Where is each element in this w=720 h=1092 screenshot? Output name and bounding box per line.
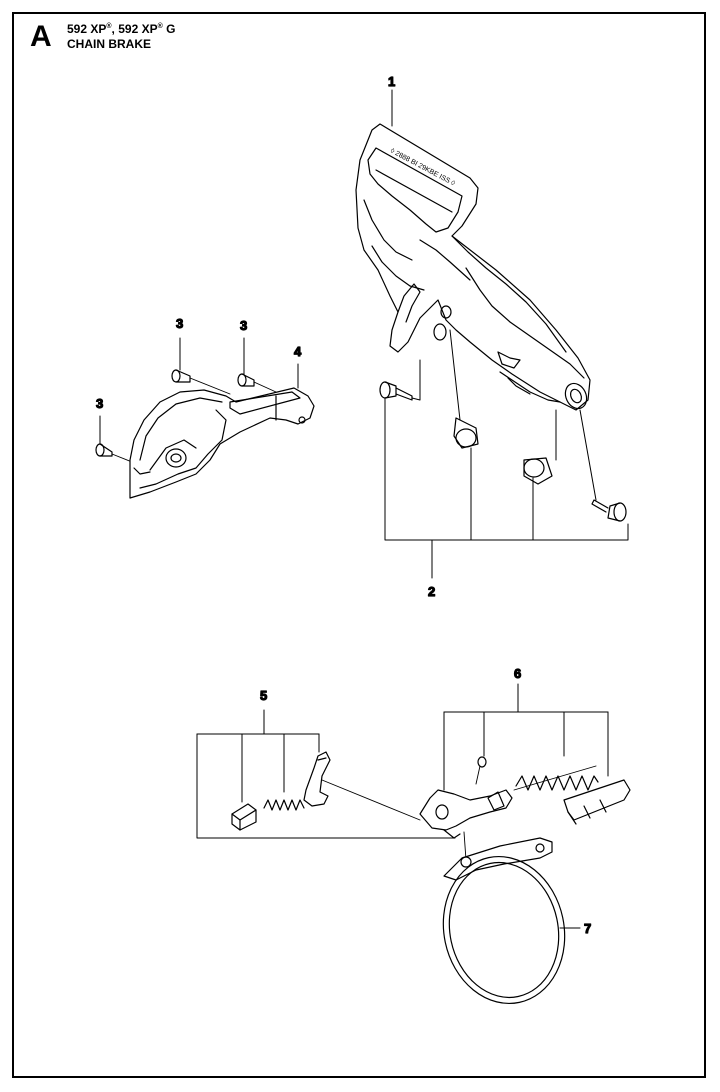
part-2-bushing-kit [379,329,629,579]
model-a: 592 XP [67,22,107,36]
part-6-release-kit [419,683,631,861]
callout-3b: 3 [240,318,247,333]
part-5-latch-kit [196,709,456,839]
model-names: 592 XP®, 592 XP® G [67,22,176,36]
diagram-frame [12,12,706,1078]
registered-mark-b: ® [157,23,163,30]
callout-7: 7 [584,921,591,936]
model-b: 592 XP [118,22,158,36]
callout-3a: 3 [176,316,183,331]
part-1-hand-guard: ◊ 2888 BI 29KBE ISS ◊ [355,123,591,411]
callout-1: 1 [388,74,395,89]
callout-5: 5 [260,688,267,703]
callout-4: 4 [294,344,302,359]
registered-mark-a: ® [106,23,112,30]
part-3-screws [95,337,277,463]
callout-6: 6 [514,666,521,681]
part-7-brake-band [442,837,581,1005]
model-suffix: G [166,22,176,36]
callout-2: 2 [428,584,435,599]
callout-3c: 3 [96,396,103,411]
section-letter: A [30,20,52,53]
diagram-title: CHAIN BRAKE [67,37,151,51]
part-4-brake-cover [129,363,315,499]
